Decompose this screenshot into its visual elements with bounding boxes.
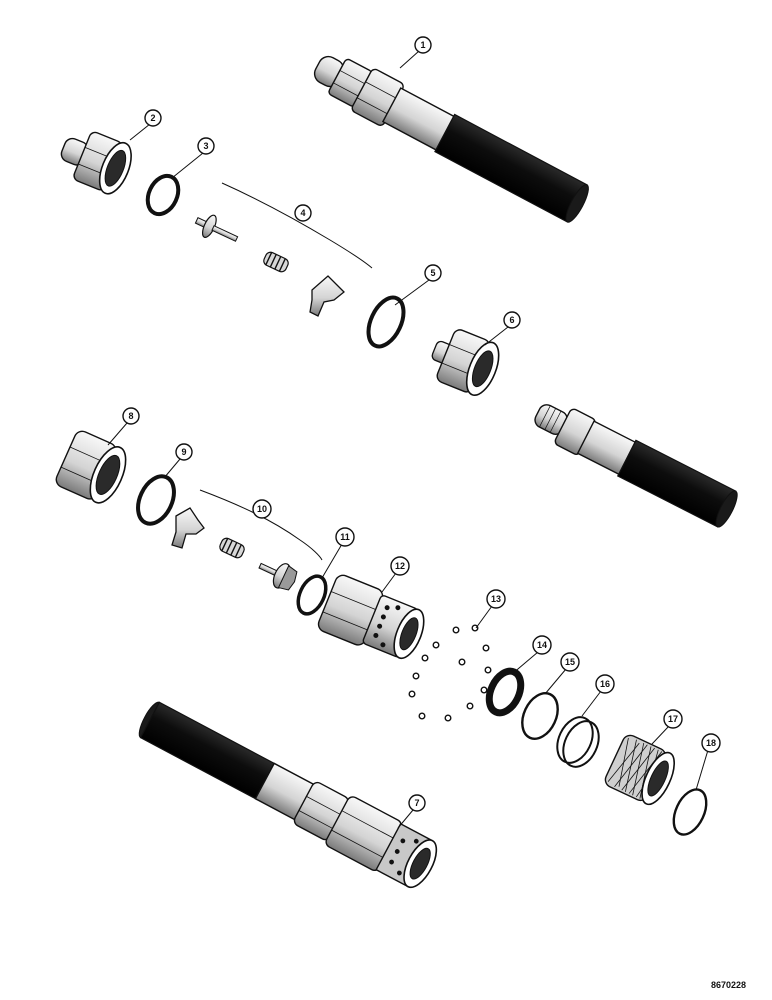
svg-text:9: 9 [181, 447, 186, 457]
callout-5: 5 [424, 264, 442, 282]
svg-text:15: 15 [565, 657, 575, 667]
spring-lower [219, 537, 245, 559]
svg-text:1: 1 [420, 40, 425, 50]
svg-text:11: 11 [340, 532, 350, 542]
o-ring-11 [296, 574, 328, 616]
callout-13: 13 [486, 589, 506, 609]
svg-text:2: 2 [150, 113, 155, 123]
o-ring-9 [136, 474, 176, 526]
callout-16: 16 [595, 674, 615, 694]
svg-text:3: 3 [203, 141, 208, 151]
svg-text:8: 8 [128, 411, 133, 421]
hose-end-male [534, 404, 738, 528]
callout-leaders [107, 50, 709, 829]
hose-assembly-lower [138, 701, 438, 889]
callout-17: 17 [663, 709, 683, 729]
svg-text:13: 13 [491, 594, 501, 604]
svg-text:17: 17 [668, 714, 678, 724]
svg-text:5: 5 [430, 268, 435, 278]
svg-text:6: 6 [509, 315, 514, 325]
snap-ring-18 [672, 788, 708, 836]
coupler-body [317, 574, 425, 660]
callout-9: 9 [175, 443, 193, 461]
svg-text:7: 7 [414, 798, 419, 808]
callout-6: 6 [503, 311, 521, 329]
hose-assembly-upper [313, 55, 589, 223]
hex-nut-6 [431, 329, 500, 396]
locking-balls [408, 624, 492, 722]
callout-7: 7 [408, 794, 426, 812]
valve-kit-lower [171, 489, 323, 591]
o-ring-3 [145, 173, 181, 217]
knurled-sleeve [604, 734, 675, 806]
backup-ring-14 [485, 667, 525, 717]
adapter-nut [60, 131, 132, 195]
svg-text:16: 16 [600, 679, 610, 689]
callout-15: 15 [560, 652, 580, 672]
callout-3: 3 [197, 137, 215, 155]
svg-text:14: 14 [537, 640, 547, 650]
callout-4: 4 [294, 204, 312, 222]
callout-8: 8 [122, 407, 140, 425]
o-ring-5 [366, 295, 406, 349]
callout-18: 18 [701, 733, 721, 753]
callout-14: 14 [532, 635, 552, 655]
svg-text:12: 12 [395, 561, 405, 571]
snap-ring-15 [521, 692, 559, 740]
drawing-reference-code: 8670228 [710, 980, 746, 990]
spring-upper [263, 251, 289, 273]
callout-10: 10 [252, 499, 272, 519]
callout-2: 2 [144, 109, 162, 127]
coil-spring-16 [556, 716, 600, 768]
callout-1: 1 [414, 36, 432, 54]
svg-text:4: 4 [300, 208, 305, 218]
callout-11: 11 [335, 527, 355, 547]
hex-nut-8 [55, 430, 127, 504]
valve-kit-upper [194, 182, 373, 317]
callout-12: 12 [390, 556, 410, 576]
svg-text:18: 18 [706, 738, 716, 748]
svg-text:10: 10 [257, 504, 267, 514]
